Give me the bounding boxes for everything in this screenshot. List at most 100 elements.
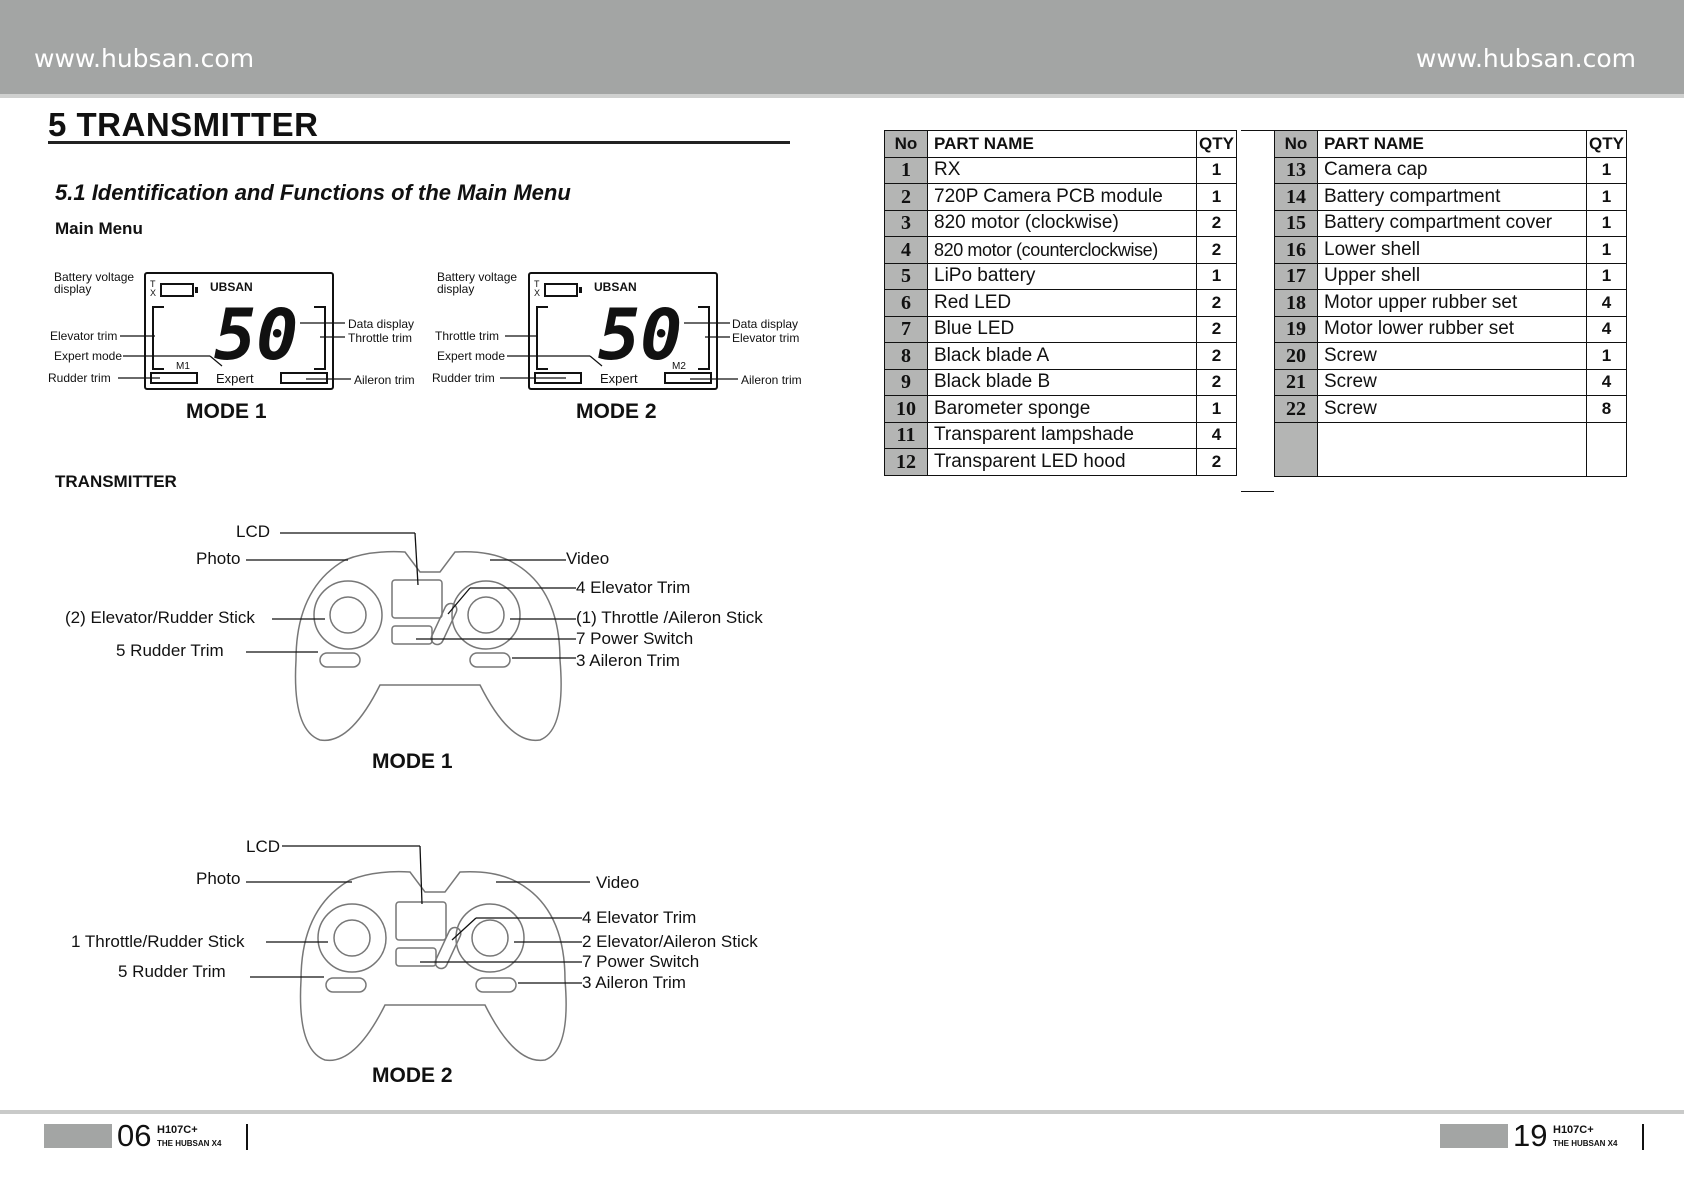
photo-label: Photo: [196, 869, 241, 888]
part-qty: 1: [1586, 342, 1627, 370]
part-qty: 2: [1196, 368, 1237, 396]
footer-bar-left: [246, 1124, 248, 1150]
hubsan-logo: UBSAN: [210, 280, 253, 294]
power-switch-label: 7 Power Switch: [582, 952, 700, 971]
part-qty: 1: [1196, 183, 1237, 211]
section-subtitle: 5.1 Identification and Functions of the …: [55, 180, 571, 205]
left-stick-label: (2) Elevator/Rudder Stick: [65, 608, 255, 627]
part-no: 16: [1274, 236, 1318, 264]
expert-mode-label: Expert mode: [437, 349, 506, 363]
part-no: 3: [884, 209, 928, 237]
col-qty: QTY: [1586, 130, 1627, 158]
part-name: RX: [927, 156, 1197, 184]
part-qty: 2: [1196, 342, 1237, 370]
part-name-empty: [1317, 421, 1587, 477]
part-no: 13: [1274, 156, 1318, 184]
part-name: 820 motor (counterclockwise): [927, 236, 1197, 264]
section-title: 5 TRANSMITTER: [48, 106, 319, 143]
part-no: 18: [1274, 289, 1318, 317]
rudder-trim-label: 5 Rudder Trim: [118, 962, 226, 981]
data-display-label: Data display: [348, 317, 415, 331]
part-qty: 1: [1196, 395, 1237, 423]
part-name: Upper shell: [1317, 262, 1587, 290]
part-no: 6: [884, 289, 928, 317]
lcd-mode1-caption: MODE 1: [186, 400, 267, 423]
elevator-trim-bar: [152, 306, 164, 370]
part-name: Screw: [1317, 395, 1587, 423]
data-display-label: Data display: [732, 317, 799, 331]
aileron-trim-label: 3 Aileron Trim: [582, 973, 686, 992]
hubsan-logo: UBSAN: [594, 280, 637, 294]
right-stick-label: (1) Throttle /Aileron Stick: [576, 608, 763, 627]
part-qty-empty: [1586, 421, 1627, 477]
part-name: Motor lower rubber set: [1317, 315, 1587, 343]
part-no: 4: [884, 236, 928, 264]
transmitter-mode2-caption: MODE 2: [372, 1064, 453, 1087]
part-qty: 2: [1196, 315, 1237, 343]
lcd-mode2-leaders: [500, 322, 738, 380]
footer-bar-right: [1642, 1124, 1644, 1150]
transmitter-heading: TRANSMITTER: [55, 472, 177, 491]
aileron-trim-bar: [280, 372, 328, 384]
rudder-trim-label: Rudder trim: [48, 371, 111, 385]
part-no: 9: [884, 368, 928, 396]
footer-tab-right: [1440, 1124, 1508, 1148]
col-qty: QTY: [1196, 130, 1237, 158]
part-no: 5: [884, 262, 928, 290]
transmitter-mode1-caption: MODE 1: [372, 750, 453, 773]
col-no: No: [884, 130, 928, 158]
website-url-right[interactable]: www.hubsan.com: [1415, 44, 1636, 73]
part-name: Red LED: [927, 289, 1197, 317]
data-digits: 50: [598, 294, 683, 376]
right-stick-label: 2 Elevator/Aileron Stick: [582, 932, 758, 951]
col-no: No: [1274, 130, 1318, 158]
rudder-trim-label: 5 Rudder Trim: [116, 641, 224, 660]
part-no-empty: [1274, 421, 1318, 477]
part-qty: 1: [1586, 183, 1627, 211]
aileron-trim-label: Aileron trim: [741, 373, 802, 387]
table-header-row: No PART NAME QTY: [1274, 130, 1627, 158]
tx-indicator: T X: [534, 279, 541, 298]
part-name: Blue LED: [927, 315, 1197, 343]
data-digits: 50: [214, 294, 299, 376]
part-qty: 8: [1586, 395, 1627, 423]
mode-tag: M2: [672, 361, 686, 372]
part-no: 8: [884, 342, 928, 370]
video-label: Video: [566, 549, 610, 568]
aileron-trim-label: 3 Aileron Trim: [576, 651, 680, 670]
part-qty: 2: [1196, 236, 1237, 264]
footer-divider: [0, 1110, 1684, 1114]
part-name: Barometer sponge: [927, 395, 1197, 423]
part-name: 720P Camera PCB module: [927, 183, 1197, 211]
page-number-right: 19: [1513, 1118, 1548, 1153]
footer-subtitle-right: THE HUBSAN X4: [1553, 1139, 1618, 1148]
left-stick-label: 1 Throttle/Rudder Stick: [71, 932, 245, 951]
elevator-trim-label: 4 Elevator Trim: [582, 908, 697, 927]
footer-model-right: H107C+: [1553, 1124, 1594, 1136]
part-name: Black blade B: [927, 368, 1197, 396]
col-part-name: PART NAME: [1317, 130, 1587, 158]
throttle-trim-bar: [536, 306, 548, 370]
footer-model-left: H107C+: [157, 1124, 198, 1136]
part-qty: 4: [1196, 421, 1237, 449]
elevator-trim-label: 4 Elevator Trim: [576, 578, 691, 597]
website-url-left[interactable]: www.hubsan.com: [34, 44, 255, 73]
part-no: 20: [1274, 342, 1318, 370]
part-no: 21: [1274, 368, 1318, 396]
lcd-mode2-caption: MODE 2: [576, 400, 657, 423]
part-no: 19: [1274, 315, 1318, 343]
elevator-trim-label: Elevator trim: [50, 329, 118, 343]
footer-tab-left: [44, 1124, 112, 1148]
part-qty: 2: [1196, 209, 1237, 237]
